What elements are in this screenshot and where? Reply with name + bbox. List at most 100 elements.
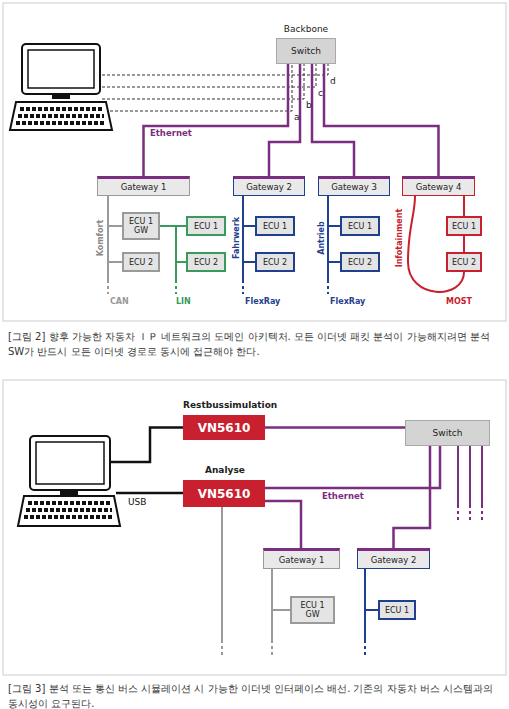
connector-line bbox=[324, 64, 439, 176]
bus-name: Antrieb bbox=[317, 221, 326, 255]
tap-line bbox=[102, 64, 304, 99]
node-label: ECU 2 bbox=[263, 258, 287, 267]
node-label: Switch bbox=[291, 46, 321, 56]
ecu-box: ECU 2 bbox=[340, 252, 380, 272]
ethernet-line bbox=[458, 446, 482, 505]
monitor-stand bbox=[60, 490, 78, 495]
line-label: Ethernet bbox=[322, 491, 364, 501]
ethernet-line bbox=[458, 505, 482, 522]
interface-box: AnalyseVN5610 bbox=[183, 480, 265, 507]
connector-line bbox=[463, 236, 465, 252]
line-label: LIN bbox=[176, 297, 191, 306]
line-label: Ethernet bbox=[150, 128, 192, 138]
bus-name: Fahrwerk bbox=[232, 217, 241, 259]
bus-line bbox=[242, 280, 244, 294]
bus-line bbox=[271, 640, 273, 656]
bus-line bbox=[364, 610, 366, 640]
connector-line bbox=[269, 64, 300, 176]
connector-line bbox=[265, 446, 440, 488]
connector-line bbox=[312, 64, 354, 176]
node-label: Gateway 3 bbox=[331, 182, 377, 192]
ecu-box: ECU 1 GW bbox=[290, 596, 335, 624]
node-label: ECU 1 bbox=[194, 222, 218, 231]
node-label: ECU 2 bbox=[129, 258, 153, 267]
connector-line bbox=[394, 446, 431, 548]
ecu-box: ECU 1 GW bbox=[122, 212, 160, 240]
bus-line bbox=[271, 610, 273, 640]
figure-frame bbox=[3, 380, 506, 675]
node-label: ECU 1 bbox=[263, 222, 287, 231]
figure-caption: [그림 3] 분석 또는 통신 버스 시뮬레이션 시 가능한 이더넷 인터페이스… bbox=[8, 681, 501, 709]
ecu-box: ECU 1 bbox=[378, 600, 416, 620]
computer-symbol bbox=[18, 436, 120, 526]
bus-line bbox=[175, 280, 177, 294]
gateway-box: Gateway 1 bbox=[97, 176, 190, 196]
gateway-box: Gateway 2 bbox=[357, 548, 430, 569]
switch-box: Switch bbox=[405, 420, 490, 446]
switch-box: BackboneSwitch bbox=[276, 38, 336, 64]
node-label: Switch bbox=[433, 428, 463, 438]
node-label: ECU 2 bbox=[194, 258, 218, 267]
computer-symbol bbox=[10, 44, 112, 130]
connector-line bbox=[108, 196, 122, 262]
ecu-box: ECU 2 bbox=[446, 252, 482, 272]
node-heading: Restbussimulation bbox=[183, 400, 277, 410]
connector-line bbox=[243, 196, 255, 226]
connector-line bbox=[328, 196, 340, 226]
node-label: VN5610 bbox=[198, 421, 251, 435]
connector-line bbox=[463, 196, 465, 216]
ecu-box: ECU 2 bbox=[255, 252, 295, 272]
node-label: ECU 2 bbox=[348, 258, 372, 267]
bus-line bbox=[242, 262, 244, 280]
line-label: MOST bbox=[446, 297, 472, 306]
node-label: Gateway 1 bbox=[279, 555, 325, 565]
node-heading: Backbone bbox=[284, 24, 328, 34]
bus-line bbox=[175, 262, 177, 280]
screen bbox=[36, 442, 104, 484]
line-label: CAN bbox=[110, 297, 129, 306]
figure-frame bbox=[3, 3, 506, 321]
ecu-box: ECU 1 bbox=[186, 216, 226, 236]
line-label: a bbox=[294, 112, 300, 122]
ecu-box: ECU 1 bbox=[255, 216, 295, 236]
node-label: ECU 1 GW bbox=[298, 601, 328, 619]
bus-line bbox=[221, 507, 223, 640]
connector-line bbox=[243, 196, 255, 262]
node-label: Gateway 2 bbox=[371, 555, 417, 565]
line-label: FlexRay bbox=[245, 297, 280, 306]
keyboard bbox=[10, 102, 112, 130]
bus-name: Infotainment bbox=[395, 209, 404, 268]
bus-line bbox=[364, 640, 366, 656]
ecu-box: ECU 2 bbox=[186, 252, 226, 272]
cable bbox=[110, 428, 183, 463]
monitor bbox=[30, 436, 110, 490]
bus-line bbox=[107, 280, 109, 294]
connector-line bbox=[108, 196, 122, 226]
figure-caption: [그림 2] 향후 가능한 자동차 ＩＰ 네트워크의 도메인 아키텍처. 모든 … bbox=[8, 329, 501, 359]
monitor bbox=[22, 44, 100, 94]
line-label: FlexRay bbox=[330, 297, 365, 306]
connector-line bbox=[265, 426, 405, 429]
connector-line bbox=[328, 196, 340, 262]
screen bbox=[28, 50, 94, 88]
bus-line bbox=[221, 640, 223, 656]
ecu-box: ECU 1 bbox=[446, 216, 482, 236]
node-heading: Analyse bbox=[205, 465, 245, 475]
node-label: Gateway 1 bbox=[121, 182, 167, 192]
line-label: d bbox=[330, 76, 336, 86]
node-label: Gateway 4 bbox=[416, 182, 462, 192]
bus-ends bbox=[222, 446, 482, 656]
bus-line bbox=[327, 262, 329, 280]
line-label: b bbox=[306, 100, 312, 110]
bus-name: Komfort bbox=[96, 220, 105, 257]
node-label: ECU 1 bbox=[348, 222, 372, 231]
bus-line bbox=[107, 262, 109, 280]
connector-line bbox=[365, 569, 378, 610]
node-label: ECU 1 bbox=[385, 606, 409, 615]
usb-cables bbox=[110, 428, 183, 494]
ecu-box: ECU 1 bbox=[340, 216, 380, 236]
bus-line bbox=[327, 280, 329, 294]
ecu-box: ECU 2 bbox=[122, 252, 160, 272]
connector-line bbox=[408, 196, 464, 292]
